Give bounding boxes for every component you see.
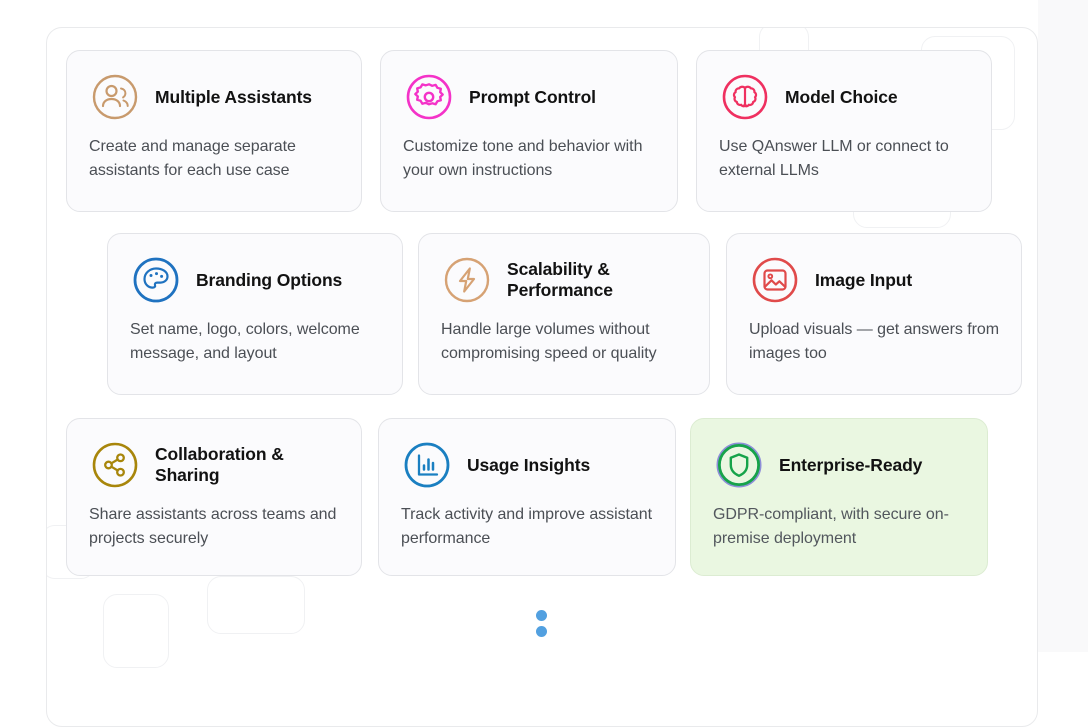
card-header: Enterprise-Ready xyxy=(713,439,965,491)
feature-card-enterprise-ready[interactable]: Enterprise-Ready GDPR-compliant, with se… xyxy=(690,418,988,576)
bar-chart-icon xyxy=(401,439,453,491)
feature-card-scalability-performance[interactable]: Scalability & Performance Handle large v… xyxy=(418,233,710,395)
feature-card-usage-insights[interactable]: Usage Insights Track activity and improv… xyxy=(378,418,676,576)
card-description: GDPR-compliant, with secure on-premise d… xyxy=(713,506,949,547)
card-title: Enterprise-Ready xyxy=(779,454,923,475)
image-icon xyxy=(749,254,801,306)
brain-icon xyxy=(719,71,771,123)
card-header: Image Input xyxy=(749,254,999,306)
feature-card-branding-options[interactable]: Branding Options Set name, logo, colors,… xyxy=(107,233,403,395)
card-title: Prompt Control xyxy=(469,86,596,107)
feature-card-model-choice[interactable]: Model Choice Use QAnswer LLM or connect … xyxy=(696,50,992,212)
card-header: Usage Insights xyxy=(401,439,653,491)
feature-card-prompt-control[interactable]: Prompt Control Customize tone and behavi… xyxy=(380,50,678,212)
card-header: Multiple Assistants xyxy=(89,71,339,123)
card-description: Create and manage separate assistants fo… xyxy=(89,138,296,179)
card-description: Share assistants across teams and projec… xyxy=(89,506,337,547)
card-header: Branding Options xyxy=(130,254,380,306)
share-icon xyxy=(89,439,141,491)
card-header: Scalability & Performance xyxy=(441,254,687,306)
card-header: Collaboration & Sharing xyxy=(89,439,339,491)
pagination-dot-2[interactable] xyxy=(536,626,547,637)
shield-icon xyxy=(713,439,765,491)
feature-card-multiple-assistants[interactable]: Multiple Assistants Create and manage se… xyxy=(66,50,362,212)
feature-card-grid: Multiple Assistants Create and manage se… xyxy=(66,50,1022,576)
card-description: Customize tone and behavior with your ow… xyxy=(403,138,643,179)
gear-icon xyxy=(403,71,455,123)
card-title: Model Choice xyxy=(785,86,898,107)
users-icon xyxy=(89,71,141,123)
card-description: Handle large volumes without compromisin… xyxy=(441,321,657,362)
pagination-dots[interactable] xyxy=(536,610,547,637)
card-description: Upload visuals — get answers from images… xyxy=(749,321,1000,362)
card-description: Track activity and improve assistant per… xyxy=(401,506,653,547)
pagination-dot-1[interactable] xyxy=(536,610,547,621)
palette-icon xyxy=(130,254,182,306)
right-gutter xyxy=(1038,0,1088,652)
card-header: Model Choice xyxy=(719,71,969,123)
bolt-icon xyxy=(441,254,493,306)
card-title: Usage Insights xyxy=(467,454,591,475)
card-title: Branding Options xyxy=(196,269,343,290)
card-title: Collaboration & Sharing xyxy=(155,444,284,485)
card-title: Image Input xyxy=(815,269,913,290)
card-header: Prompt Control xyxy=(403,71,655,123)
card-description: Use QAnswer LLM or connect to external L… xyxy=(719,138,949,179)
feature-card-image-input[interactable]: Image Input Upload visuals — get answers… xyxy=(726,233,1022,395)
card-title: Scalability & Performance xyxy=(507,259,613,300)
card-title: Multiple Assistants xyxy=(155,86,312,107)
card-description: Set name, logo, colors, welcome message,… xyxy=(130,321,360,362)
feature-card-collaboration-sharing[interactable]: Collaboration & Sharing Share assistants… xyxy=(66,418,362,576)
